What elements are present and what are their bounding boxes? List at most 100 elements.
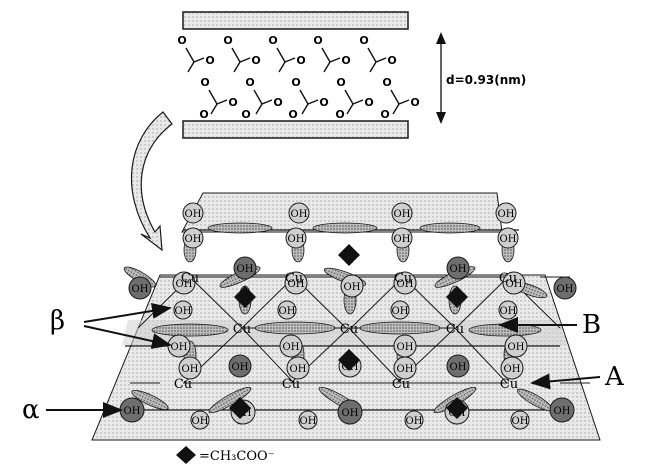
oh-label: OH <box>554 406 571 417</box>
oh-label: OH <box>175 306 192 317</box>
oxygen-atom: O <box>359 34 368 47</box>
oxygen-atom: O <box>335 108 344 121</box>
hydroxide-sphere: OH <box>289 203 309 223</box>
hydroxide-sphere: OH <box>168 335 190 357</box>
cu-atom-label: Cu <box>500 377 518 392</box>
acetate-bond <box>345 90 363 104</box>
beta-label: β <box>50 306 65 336</box>
oh-label: OH <box>394 209 411 220</box>
hydroxide-sphere: OH <box>129 277 151 299</box>
oxygen-atom: O <box>313 34 322 47</box>
oxygen-atom: O <box>251 54 260 67</box>
methyl-bond <box>211 104 217 114</box>
oxygen-atom: O <box>223 34 232 47</box>
oxygen-atom: O <box>199 108 208 121</box>
oxygen-atom: O <box>319 96 328 109</box>
hydroxide-sphere: OH <box>392 228 412 248</box>
oh-label: OH <box>397 342 414 353</box>
hydroxide-sphere: OH <box>174 301 192 319</box>
orbital-lobe <box>208 223 272 233</box>
oxygen-atom: O <box>410 96 419 109</box>
hydroxide-sphere: OH <box>179 357 201 379</box>
acetate-bond <box>322 48 340 62</box>
oxygen-atom: O <box>273 96 282 109</box>
legend: =CH₃COO⁻ <box>176 446 275 464</box>
cu-atom-label: Cu <box>392 377 410 392</box>
methyl-bond <box>370 62 376 72</box>
hydroxide-sphere: OH <box>447 355 469 377</box>
lower-layer-plate <box>183 121 408 138</box>
acetate-bond <box>254 90 272 104</box>
oh-label: OH <box>450 264 467 275</box>
hydroxide-sphere: OH <box>499 301 517 319</box>
acetate-molecule: OO <box>177 34 214 72</box>
oxygen-atom: O <box>341 54 350 67</box>
orbital-lobe <box>360 322 440 334</box>
oh-label: OH <box>397 364 414 375</box>
hydroxide-sphere: OH <box>505 335 527 357</box>
methyl-bond <box>347 104 353 114</box>
oh-label: OH <box>392 306 409 317</box>
methyl-bond <box>188 62 194 72</box>
hydroxide-sphere: OH <box>550 398 574 422</box>
oxygen-atom: O <box>288 108 297 121</box>
acetate-bond <box>209 90 227 104</box>
oh-label: OH <box>232 362 249 373</box>
oxygen-atom: O <box>296 54 305 67</box>
acetate-diamond <box>338 244 360 266</box>
b-label: B <box>582 310 601 340</box>
methyl-bond <box>324 62 330 72</box>
oxygen-atom: O <box>291 76 300 89</box>
oxygen-atom: O <box>177 34 186 47</box>
hydroxide-sphere: OH <box>447 257 469 279</box>
spacing-label: d=0.93(nm) <box>446 73 526 87</box>
hydroxide-sphere: OH <box>229 355 251 377</box>
acetate-molecule: OO <box>223 34 260 72</box>
oh-label: OH <box>132 284 149 295</box>
hydroxide-sphere: OH <box>501 357 523 379</box>
oh-label: OH <box>279 306 296 317</box>
hydroxide-sphere: OH <box>498 228 518 248</box>
cu-atom-label: Cu <box>285 271 303 286</box>
hydroxide-sphere: OH <box>394 357 416 379</box>
oh-label: OH <box>291 209 308 220</box>
acetate-molecule: OO <box>268 34 305 72</box>
oh-label: OH <box>342 408 359 419</box>
legend-text: =CH₃COO⁻ <box>199 449 275 464</box>
acetate-bond <box>368 48 386 62</box>
cu-atom-label: Cu <box>282 377 300 392</box>
oxygen-atom: O <box>200 76 209 89</box>
cu-atom-label: Cu <box>499 271 517 286</box>
hydroxide-sphere: OH <box>341 275 363 297</box>
oh-label: OH <box>192 416 209 427</box>
acetate-molecule: OO <box>313 34 350 72</box>
hydroxide-sphere: OH <box>278 301 296 319</box>
hydroxide-sphere: OH <box>299 411 317 429</box>
oh-label: OH <box>512 416 529 427</box>
oh-label: OH <box>283 342 300 353</box>
hydroxide-sphere: OH <box>511 411 529 429</box>
hydroxide-sphere: OH <box>280 335 302 357</box>
acetate-bond <box>300 90 318 104</box>
oh-label: OH <box>124 406 141 417</box>
acetate-group: OOOOOOOOOOOOOOOOOOOOOOOOO <box>177 34 419 121</box>
hydroxide-sphere: OH <box>191 411 209 429</box>
oh-label: OH <box>185 234 202 245</box>
oh-label: OH <box>500 234 517 245</box>
hydroxide-sphere: OH <box>554 277 576 299</box>
oxygen-atom: O <box>268 34 277 47</box>
hydroxide-sphere: OH <box>287 357 309 379</box>
hydroxide-sphere: OH <box>392 203 412 223</box>
methyl-bond <box>302 104 308 114</box>
oxygen-atom: O <box>245 76 254 89</box>
oh-label: OH <box>344 282 361 293</box>
acetate-bond <box>391 90 409 104</box>
hydroxide-sphere: OH <box>338 400 362 424</box>
oh-label: OH <box>498 209 515 220</box>
hydroxide-sphere: OH <box>286 228 306 248</box>
alpha-label: α <box>22 395 40 425</box>
oh-label: OH <box>500 306 517 317</box>
methyl-bond <box>256 104 262 114</box>
oh-label: OH <box>290 364 307 375</box>
